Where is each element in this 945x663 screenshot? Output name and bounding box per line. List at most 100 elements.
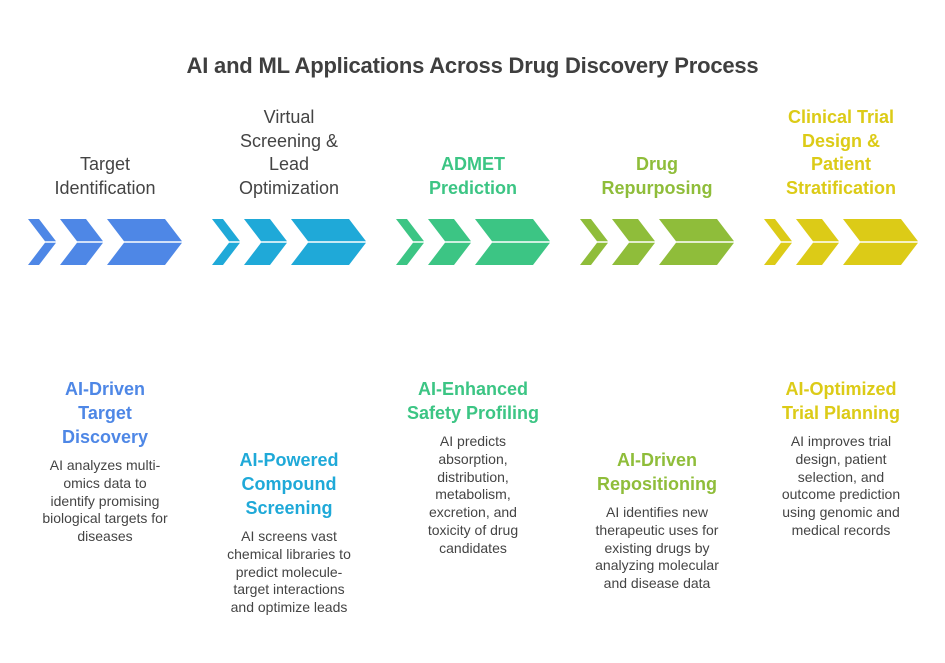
detail-title-line: AI-Optimized xyxy=(785,379,897,399)
chevron-svg xyxy=(212,219,366,265)
detail-description-line: target interactions xyxy=(233,581,345,598)
chevron-top-half xyxy=(60,219,103,242)
detail-title-line: AI-Powered xyxy=(239,450,339,470)
stage-label-line: Design & xyxy=(801,130,880,151)
detail-description-line: medical records xyxy=(791,521,891,538)
chevron-top-half xyxy=(28,219,56,242)
detail-description-line: analyzing molecular xyxy=(595,557,719,574)
chevron-arrow-group-icon xyxy=(396,219,556,266)
chevron-top-half xyxy=(291,219,366,242)
chevron-svg xyxy=(764,219,918,265)
detail-description-line: predict molecule- xyxy=(235,563,343,580)
detail-description-line: selection, and xyxy=(797,468,885,485)
detail-description-line: existing drugs by xyxy=(604,539,710,556)
chevron-bottom-half xyxy=(244,242,287,265)
chevron-bottom-half xyxy=(843,242,918,265)
detail-description-line: using genomic and xyxy=(782,504,900,521)
stage-label-line: Stratification xyxy=(785,177,896,198)
stage-label-line: Repurposing xyxy=(601,177,713,198)
detail-title-line: AI-Driven xyxy=(64,379,145,399)
stage-label-line: Lead xyxy=(268,154,310,174)
chevron-svg xyxy=(396,219,550,265)
chevron-svg xyxy=(28,219,182,265)
detail-description-line: therapeutic uses for xyxy=(595,521,719,538)
detail-title-line: Compound xyxy=(241,474,337,494)
detail-description-line: AI screens vast xyxy=(241,528,337,544)
detail-description-line: AI predicts xyxy=(439,433,507,449)
detail-description-line: toxicity of drug xyxy=(427,521,519,538)
detail-title-line: Discovery xyxy=(61,427,149,447)
chevron-bottom-half xyxy=(396,242,424,265)
detail-description-line: diseases xyxy=(77,528,133,545)
detail-title-line: Repositioning xyxy=(597,474,717,494)
chevron-arrow-group-icon xyxy=(28,219,188,266)
chevron-bottom-half xyxy=(291,242,366,265)
chevron-top-half xyxy=(612,219,655,242)
chevron-top-half xyxy=(107,219,182,242)
detail-description-line: and optimize leads xyxy=(230,599,348,616)
chevron-top-half xyxy=(396,219,424,242)
detail-description-line: omics data to xyxy=(63,474,147,491)
detail-title-line: Screening xyxy=(245,498,333,518)
chevron-bottom-half xyxy=(60,242,103,265)
detail-description-line: and disease data xyxy=(603,575,711,592)
stage-label-line: Patient xyxy=(810,154,871,174)
chevron-top-half xyxy=(475,219,550,242)
stage-label-line: Target xyxy=(79,154,131,174)
stage-label-line: Virtual xyxy=(263,107,315,127)
chevron-top-half xyxy=(580,219,608,242)
detail-title-line: AI-Driven xyxy=(616,450,697,470)
chevron-svg xyxy=(580,219,734,265)
chevron-bottom-half xyxy=(659,242,734,265)
chevron-bottom-half xyxy=(764,242,792,265)
detail-title-line: Target xyxy=(78,403,132,423)
chevron-bottom-half xyxy=(612,242,655,265)
detail-description-line: outcome prediction xyxy=(781,486,901,503)
detail-description-line: metabolism, xyxy=(435,486,511,503)
chevron-bottom-half xyxy=(580,242,608,265)
stage-label-line: Optimization xyxy=(238,177,340,198)
stage-label-line: Clinical Trial xyxy=(787,107,895,127)
detail-description-line: AI identifies new xyxy=(606,504,708,520)
chevron-top-half xyxy=(796,219,839,242)
detail-description-line: candidates xyxy=(439,539,507,556)
detail-description-line: distribution, xyxy=(437,468,509,485)
stage-label-line: Identification xyxy=(54,177,156,198)
detail-description-line: identify promising xyxy=(50,492,160,509)
stage-label-line: Drug xyxy=(636,154,678,174)
detail-description-line: design, patient xyxy=(795,450,887,467)
stage-label-line xyxy=(13,130,197,154)
chevron-bottom-half xyxy=(212,242,240,265)
detail-description-line: chemical libraries to xyxy=(227,545,351,562)
chevron-top-half xyxy=(764,219,792,242)
chevron-top-half xyxy=(428,219,471,242)
detail-title-line: Trial Planning xyxy=(781,403,901,423)
stage-label-line: Screening & xyxy=(239,130,339,151)
stage-label-line: ADMET xyxy=(441,154,505,174)
chevron-top-half xyxy=(212,219,240,242)
stage-label-line xyxy=(13,106,197,130)
detail-description-line: biological targets for xyxy=(42,510,168,527)
chevron-bottom-half xyxy=(28,242,56,265)
stage-label-line xyxy=(381,106,565,130)
stage-label-line xyxy=(565,130,749,154)
detail-title-line: Safety Profiling xyxy=(406,403,540,423)
chevron-top-half xyxy=(843,219,918,242)
